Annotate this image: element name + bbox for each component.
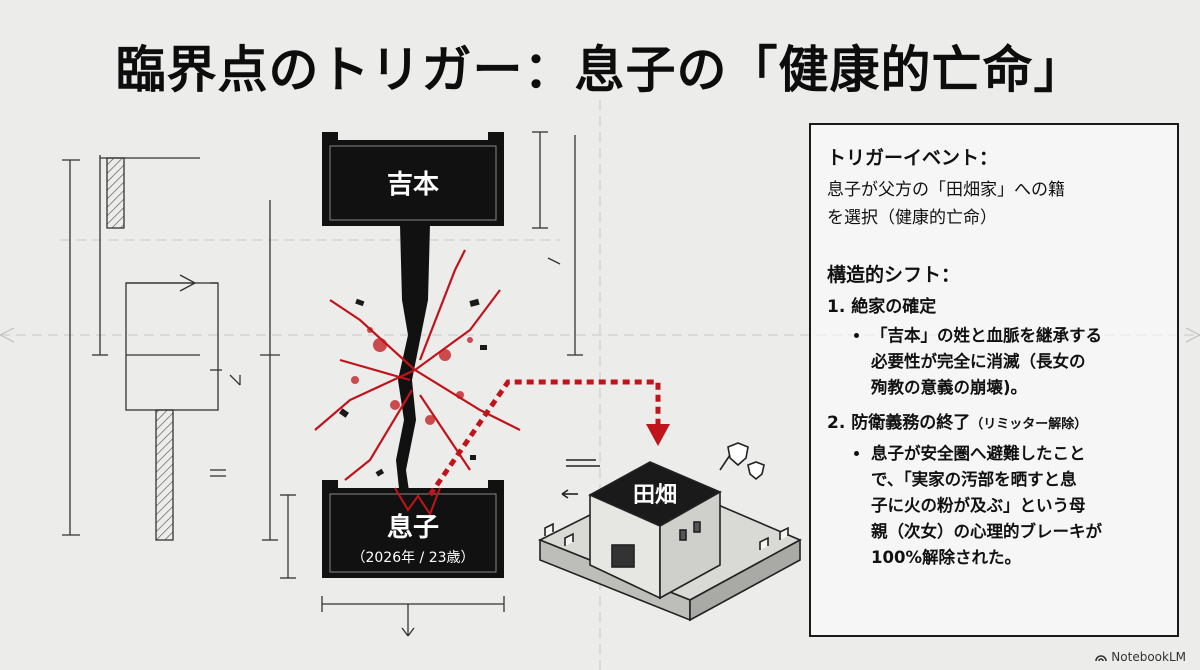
trigger-line: 息子が父方の「田畑家」への籍: [827, 180, 1065, 200]
item2-list: 息子が安全圏へ避難したこと で、「実家の汚部を晒すと息 子に火の粉が及ぶ」という…: [827, 441, 1161, 571]
footer-brand: NotebookLM: [1095, 650, 1186, 664]
footer-brand-text: NotebookLM: [1111, 650, 1186, 664]
sign-yoshimoto-label: 吉本: [387, 170, 439, 200]
technical-drawing: [62, 131, 583, 637]
red-splatter: [351, 327, 473, 425]
sign-son: [322, 480, 504, 578]
item2-line: 子に火の粉が及ぶ」という母: [871, 496, 1086, 515]
item2-line: 100%解除された。: [871, 548, 1021, 567]
page-title: 臨界点のトリガー：息子の「健康的亡命」: [115, 41, 1085, 99]
item1-line: 必要性が完全に消滅（長女の: [871, 352, 1086, 371]
sign-son-label: 息子: [387, 512, 439, 543]
item2-line: 息子が安全圏へ避難したこと: [871, 444, 1086, 463]
item1-bullet: 「吉本」の姓と血脈を継承する 必要性が完全に消滅（長女の 殉教の意義の崩壊)。: [871, 323, 1161, 401]
item2-bullet: 息子が安全圏へ避難したこと で、「実家の汚部を晒すと息 子に火の粉が及ぶ」という…: [871, 441, 1161, 571]
shift-heading: 構造的シフト：: [827, 264, 961, 286]
sign-yoshimoto: [322, 132, 504, 226]
item1-list: 「吉本」の姓と血脈を継承する 必要性が完全に消滅（長女の 殉教の意義の崩壊)。: [827, 323, 1161, 401]
arrow-head: [646, 424, 670, 446]
sign-son-sublabel: （2026年 / 23歳）: [351, 550, 474, 566]
item2-title: 2. 防衛義務の終了: [827, 413, 971, 433]
trigger-heading: トリガーイベント：: [827, 147, 999, 169]
trigger-line: を選択（健康的亡命）: [827, 208, 997, 228]
item2-line: で、「実家の汚部を晒すと息: [871, 470, 1077, 489]
item2-line: 親（次女）の心理的ブレーキが: [871, 522, 1102, 541]
item1-line: 「吉本」の姓と血脈を継承する: [871, 326, 1102, 345]
red-crack-burst: [314, 249, 521, 481]
debris: [339, 298, 487, 477]
item1-line: 殉教の意義の崩壊)。: [871, 378, 1028, 397]
cracked-pole: [396, 225, 430, 498]
item2-subtitle: （リミッター解除）: [970, 417, 1088, 432]
fortress-tabata: [538, 442, 802, 622]
fortress-label: 田畑: [633, 483, 677, 508]
notebooklm-logo-icon: [1095, 655, 1108, 662]
item1-heading: 1. 絶家の確定: [827, 297, 937, 317]
item2-heading: 2. 防衛義務の終了（リミッター解除）: [827, 409, 1161, 439]
info-panel: トリガーイベント： 息子が父方の「田畑家」への籍 を選択（健康的亡命） 構造的シ…: [809, 123, 1179, 637]
trigger-text: 息子が父方の「田畑家」への籍 を選択（健康的亡命）: [827, 176, 1161, 232]
